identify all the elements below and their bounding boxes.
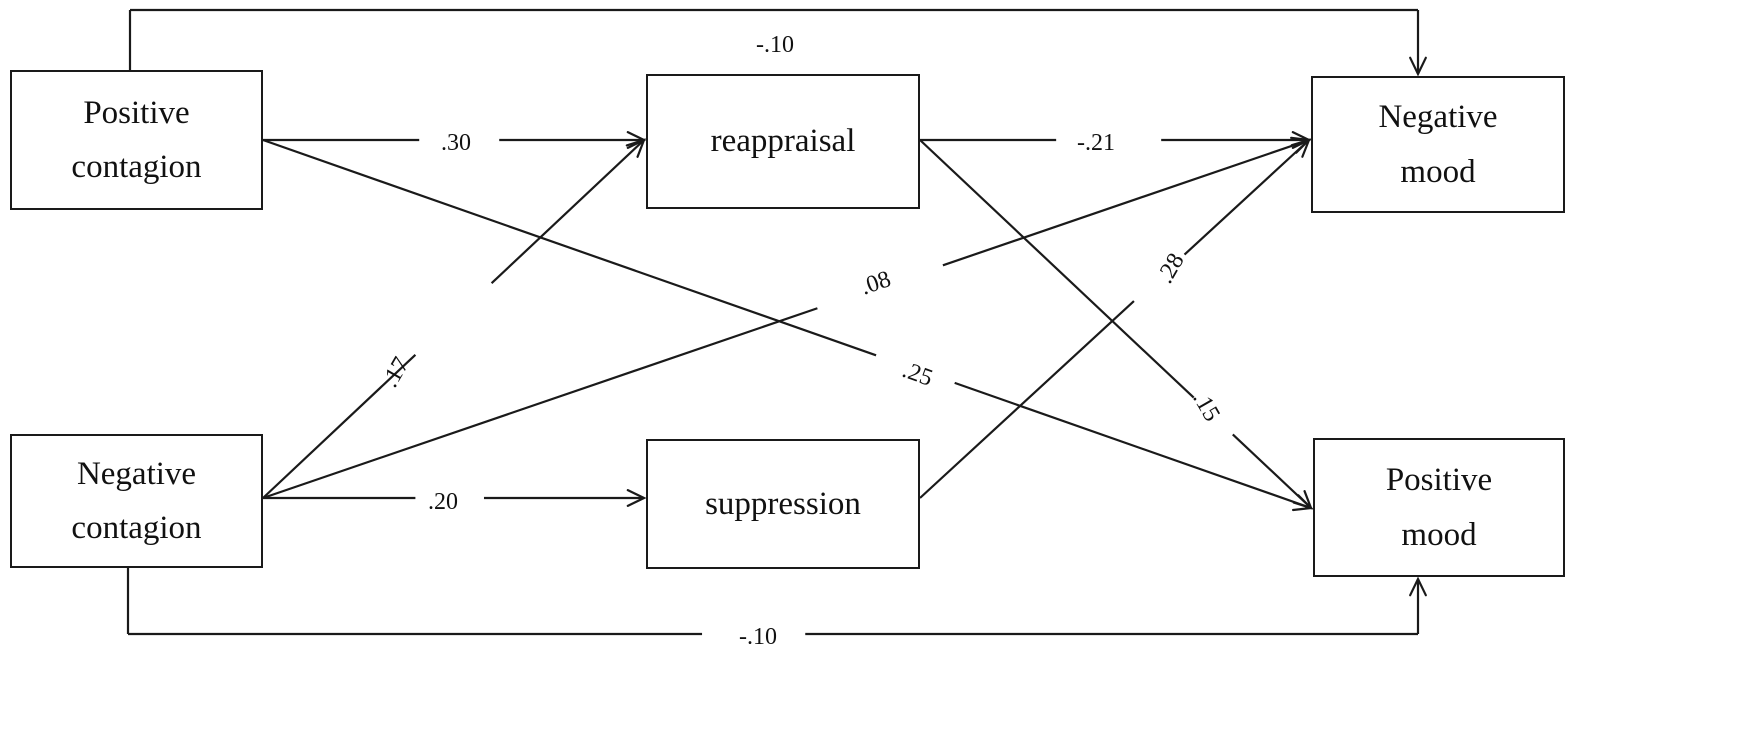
node-positive-contagion: Positive contagion bbox=[10, 70, 263, 210]
edge-line bbox=[919, 139, 1195, 399]
edge-negative-contagion-to-suppression: .20 bbox=[263, 489, 647, 515]
edge-line bbox=[490, 139, 645, 285]
node-label-line: contagion bbox=[71, 510, 202, 546]
edge-line bbox=[942, 138, 1310, 267]
edge-coefficient-label: .15 bbox=[1187, 387, 1225, 426]
edge-line bbox=[919, 300, 1135, 499]
edge-coefficient-label: -.10 bbox=[756, 32, 794, 58]
edge-positive-contagion-to-negative-mood: -.10 bbox=[128, 8, 1427, 77]
node-positive-mood: Positive mood bbox=[1313, 438, 1565, 577]
node-label-line: suppression bbox=[705, 485, 861, 522]
edge-reappraisal-to-positive-mood: .15 bbox=[919, 139, 1313, 510]
arrowhead-icon bbox=[625, 138, 646, 158]
edge-coefficient-label: .30 bbox=[441, 130, 471, 156]
arrowhead-icon bbox=[1290, 138, 1311, 158]
node-label-line: mood bbox=[1401, 516, 1477, 553]
arrowhead-icon bbox=[626, 489, 647, 507]
arrowhead-icon bbox=[1409, 576, 1427, 597]
node-negative-mood: Negative mood bbox=[1311, 76, 1565, 213]
edge-line bbox=[954, 381, 1312, 510]
edge-coefficient-label: .20 bbox=[428, 489, 458, 515]
node-suppression: suppression bbox=[646, 439, 920, 569]
edge-negative-contagion-to-reappraisal: .17 bbox=[262, 138, 646, 499]
edge-coefficient-label: .08 bbox=[857, 266, 894, 300]
edge-coefficient-label: -.10 bbox=[739, 624, 777, 650]
node-label-line: Positive bbox=[83, 94, 190, 131]
edge-positive-contagion-to-reappraisal: .30 bbox=[263, 130, 647, 156]
edge-line bbox=[262, 353, 417, 499]
edge-line bbox=[262, 307, 818, 500]
node-label-line: Positive bbox=[1385, 462, 1493, 499]
node-label-line: contagion bbox=[71, 149, 202, 185]
arrowhead-icon bbox=[1409, 56, 1427, 77]
edge-reappraisal-to-negative-mood: -.21 bbox=[920, 130, 1312, 156]
edge-coefficient-label: -.21 bbox=[1077, 130, 1115, 156]
edge-coefficient-label: .25 bbox=[899, 357, 936, 392]
node-reappraisal: reappraisal bbox=[646, 74, 920, 209]
edge-line bbox=[262, 138, 877, 357]
node-label-line: Negative bbox=[76, 455, 197, 492]
node-negative-contagion: Negative contagion bbox=[10, 434, 263, 568]
edge-line bbox=[1183, 139, 1310, 256]
node-label-line: mood bbox=[1400, 153, 1476, 190]
edge-coefficient-label: .28 bbox=[1152, 249, 1190, 288]
arrowhead-icon bbox=[1292, 490, 1313, 510]
node-label-line: Negative bbox=[1378, 99, 1498, 136]
edge-negative-contagion-to-positive-mood: -.10 bbox=[126, 568, 1427, 650]
node-label-line: reappraisal bbox=[710, 123, 856, 160]
edge-line bbox=[1232, 433, 1312, 509]
